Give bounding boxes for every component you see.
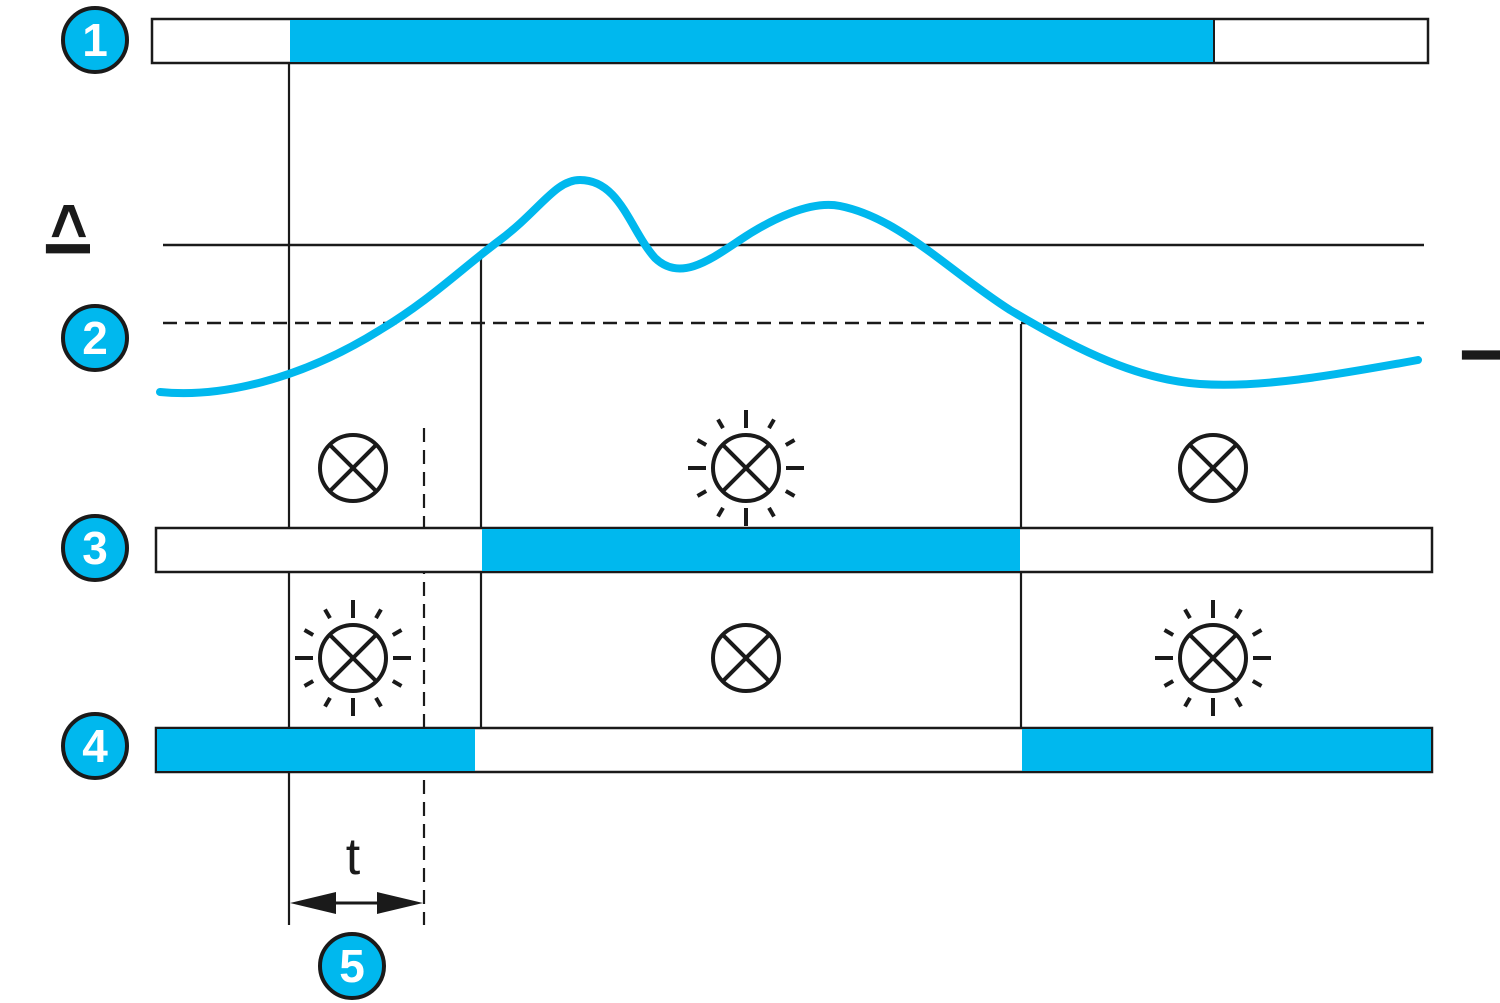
badge-label: 3 xyxy=(82,522,108,574)
badge-5: 5 xyxy=(318,932,386,1000)
lamp-ray xyxy=(1183,608,1192,620)
lamp-cross xyxy=(328,443,378,493)
lamp-on-icon xyxy=(688,410,804,526)
lamp-ray xyxy=(323,696,332,708)
inverse-relay-on-segment-left xyxy=(157,729,475,771)
lamp-ray xyxy=(767,418,776,430)
lamp-ray xyxy=(696,438,708,447)
badge-label: 5 xyxy=(339,940,365,992)
lamp-ray xyxy=(696,489,708,498)
relay-track xyxy=(154,526,1434,574)
badge-4: 4 xyxy=(61,712,129,780)
current-curve xyxy=(156,176,1422,398)
badge-3: 3 xyxy=(61,514,129,582)
relay-track-on-segment xyxy=(482,529,1020,571)
lamp-ray xyxy=(767,506,776,518)
lamp-ray xyxy=(391,679,403,688)
lamp-ray xyxy=(716,506,725,518)
lamp-ray xyxy=(374,608,383,620)
badge-1: 1 xyxy=(61,6,129,74)
lamp-off-icon xyxy=(1178,433,1248,503)
current-symbol: I xyxy=(1448,346,1500,364)
lamp-cross xyxy=(721,633,771,683)
timing-guides xyxy=(287,63,1023,925)
badge-label: 2 xyxy=(82,312,108,364)
lamp-ray xyxy=(303,628,315,637)
lamp-indicators xyxy=(295,410,1271,716)
badge-label: 4 xyxy=(82,720,108,772)
lamp-cross xyxy=(328,633,378,683)
lamp-ray xyxy=(303,679,315,688)
badge-circle xyxy=(318,932,386,1000)
lamp-on-icon xyxy=(1155,600,1271,716)
inverse-relay-on-segment-right xyxy=(1022,729,1431,771)
lamp-bulb xyxy=(318,433,388,503)
lamp-ray xyxy=(784,438,796,447)
lamp-ray xyxy=(1251,628,1263,637)
lamp-on-icon xyxy=(295,600,411,716)
lamp-off-icon xyxy=(711,623,781,693)
lamp-bulb xyxy=(1178,623,1248,693)
lamp-off-icon xyxy=(318,433,388,503)
badge-2: 2 xyxy=(61,304,129,372)
lamp-bulb xyxy=(1178,433,1248,503)
lamp-ray xyxy=(323,608,332,620)
lamp-ray xyxy=(391,628,403,637)
badge-label: 1 xyxy=(82,14,108,66)
badge-circle xyxy=(61,712,129,780)
lamp-ray xyxy=(1183,696,1192,708)
lamp-ray xyxy=(1163,628,1175,637)
inverse-relay-track xyxy=(154,726,1434,774)
supply-track xyxy=(150,17,1430,65)
lamp-cross xyxy=(1188,633,1238,683)
lamp-ray xyxy=(1163,679,1175,688)
delay-arrow-right-head xyxy=(377,892,423,914)
lamp-bulb xyxy=(711,623,781,693)
lamp-ray xyxy=(1251,679,1263,688)
lamp-ray xyxy=(374,696,383,708)
lamp-cross xyxy=(721,443,771,493)
lamp-ray xyxy=(1234,696,1243,708)
lamp-bulb xyxy=(318,623,388,693)
badge-circle xyxy=(61,6,129,74)
lamp-ray xyxy=(716,418,725,430)
badge-circle xyxy=(61,514,129,582)
lamp-ray xyxy=(784,489,796,498)
lamp-cross xyxy=(1188,443,1238,493)
badge-circle xyxy=(61,304,129,372)
delay-dimension: t xyxy=(290,828,423,914)
supply-track-on-segment xyxy=(290,20,1214,62)
lamp-ray xyxy=(1234,608,1243,620)
threshold-symbol: I> xyxy=(32,202,104,257)
delay-symbol: t xyxy=(346,828,361,886)
delay-arrow-left-head xyxy=(290,892,336,914)
lamp-bulb xyxy=(711,433,781,503)
